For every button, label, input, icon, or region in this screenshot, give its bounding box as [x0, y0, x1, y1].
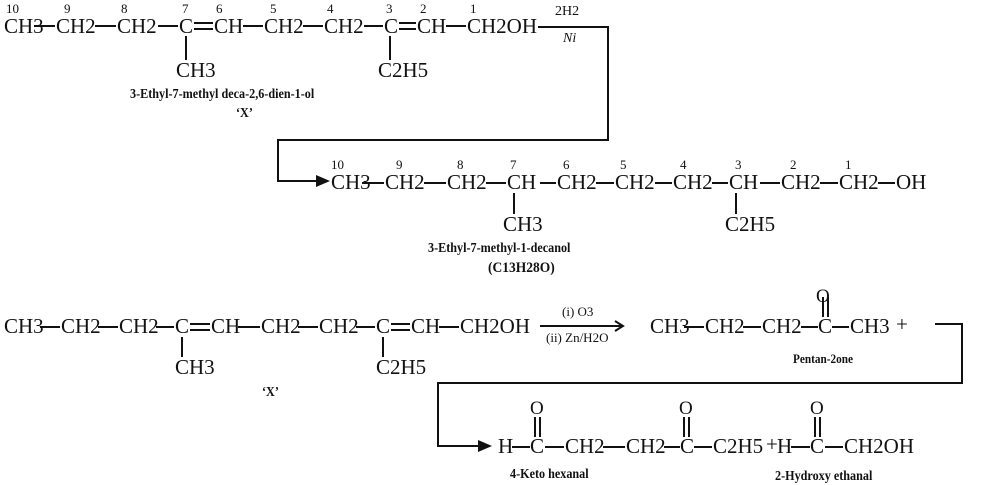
carbon-number: 7 — [182, 1, 189, 16]
compound-name: 3-Ethyl-7-methyl deca-2,6-dien-1-ol — [130, 86, 315, 101]
atom-group: CH2 — [319, 314, 359, 338]
molecular-formula: (C13H28O) — [488, 260, 555, 276]
atom-group: CH2 — [324, 14, 364, 38]
atom-group: CH3 — [331, 170, 371, 194]
compound-name: Pentan-2one — [793, 352, 854, 366]
atom-group: C — [376, 314, 391, 338]
compound-tag: ‘X’ — [236, 105, 253, 120]
atom-group: CH — [417, 14, 447, 38]
compound-tag: ‘X’ — [262, 384, 279, 399]
carbon-number: 9 — [64, 1, 71, 16]
atom-group: C2H5 — [713, 434, 764, 458]
plus-sign: + — [766, 432, 778, 456]
carbon-number: 8 — [457, 157, 464, 172]
carbon-number: 8 — [121, 1, 128, 16]
arrow-line — [277, 26, 609, 182]
methyl-branch: CH3 — [175, 355, 215, 379]
atom-group: CH — [214, 14, 244, 38]
carbon-number: 2 — [420, 1, 427, 16]
compound-name: 2-Hydroxy ethanal — [775, 468, 873, 483]
atom-group: CH2 — [615, 170, 655, 194]
methyl-branch: CH3 — [176, 58, 216, 82]
compound-name: 4-Keto hexanal — [510, 466, 589, 481]
carbon-number: 6 — [563, 157, 570, 172]
atom-group: CH2 — [626, 434, 666, 458]
carbon-number: 10 — [331, 157, 344, 172]
plus-sign: + — [896, 312, 908, 336]
ethyl-branch: C2H5 — [376, 355, 427, 379]
atom-group: CH2 — [839, 170, 879, 194]
carbon-number: 2 — [790, 157, 797, 172]
oxygen-atom: O — [810, 398, 824, 419]
arrowhead-icon — [478, 440, 492, 452]
atom-group: CH2 — [261, 314, 301, 338]
atom-group: CH — [211, 314, 241, 338]
oxygen-atom: O — [530, 398, 544, 419]
atom-group: CH2 — [762, 314, 802, 338]
carbon-number: 6 — [216, 1, 223, 16]
atom-group: CH2 — [117, 14, 157, 38]
atom-group: H — [498, 434, 514, 458]
atom-group: CH — [507, 170, 537, 194]
reagent-top: (i) O3 — [562, 304, 594, 319]
atom-group: C — [810, 434, 825, 458]
atom-group: OH — [896, 170, 927, 194]
ethyl-branch: C2H5 — [378, 58, 429, 82]
atom-group: C — [175, 314, 190, 338]
atom-group: CH2 — [705, 314, 745, 338]
atom-group: CH2 — [264, 14, 304, 38]
atom-group: H — [777, 434, 793, 458]
atom-group: CH2 — [557, 170, 597, 194]
atom-group: CH2 — [56, 14, 96, 38]
atom-group: CH2 — [781, 170, 821, 194]
carbon-number: 3 — [735, 157, 742, 172]
carbon-number: 10 — [6, 1, 19, 16]
carbon-number: 4 — [327, 1, 334, 16]
methyl-branch: CH3 — [503, 212, 543, 236]
carbon-number: 5 — [270, 1, 277, 16]
ethyl-branch: C2H5 — [725, 212, 776, 236]
atom-group: CH2OH — [844, 434, 915, 458]
atom-group: CH — [729, 170, 759, 194]
carbon-number: 7 — [510, 157, 517, 172]
atom-group: CH2OH — [467, 14, 538, 38]
reagent-bottom: (ii) Zn/H2O — [546, 330, 609, 345]
atom-group: CH2 — [673, 170, 713, 194]
atom-group: CH2 — [61, 314, 101, 338]
oxygen-atom: O — [679, 398, 693, 419]
atom-group: CH3 — [850, 314, 890, 338]
carbon-number: 5 — [620, 157, 627, 172]
reagent-bottom: Ni — [563, 31, 577, 46]
atom-group: CH2 — [385, 170, 425, 194]
atom-group: CH2 — [565, 434, 605, 458]
arrowhead-icon — [316, 175, 330, 187]
atom-group: C — [680, 434, 695, 458]
carbon-number: 4 — [680, 157, 687, 172]
reagent-top: 2H2 — [555, 4, 580, 19]
compound-name: 3-Ethyl-7-methyl-1-decanol — [428, 240, 571, 255]
atom-group: C — [179, 14, 194, 38]
carbon-number: 1 — [470, 1, 477, 16]
oxygen-atom: O — [816, 286, 830, 307]
atom-group: CH2 — [447, 170, 487, 194]
atom-group: CH — [411, 314, 441, 338]
atom-group: C — [384, 14, 399, 38]
atom-group: C — [818, 314, 833, 338]
atom-group: CH2OH — [460, 314, 531, 338]
atom-group: CH3 — [650, 314, 690, 338]
arrowhead-icon — [614, 320, 625, 332]
atom-group: CH3 — [4, 314, 44, 338]
arrow-line — [437, 323, 963, 447]
carbon-number: 9 — [396, 157, 403, 172]
carbon-number: 3 — [386, 1, 393, 16]
atom-group: CH3 — [4, 14, 44, 38]
atom-group: C — [530, 434, 545, 458]
carbon-number: 1 — [845, 157, 852, 172]
atom-group: CH2 — [119, 314, 159, 338]
